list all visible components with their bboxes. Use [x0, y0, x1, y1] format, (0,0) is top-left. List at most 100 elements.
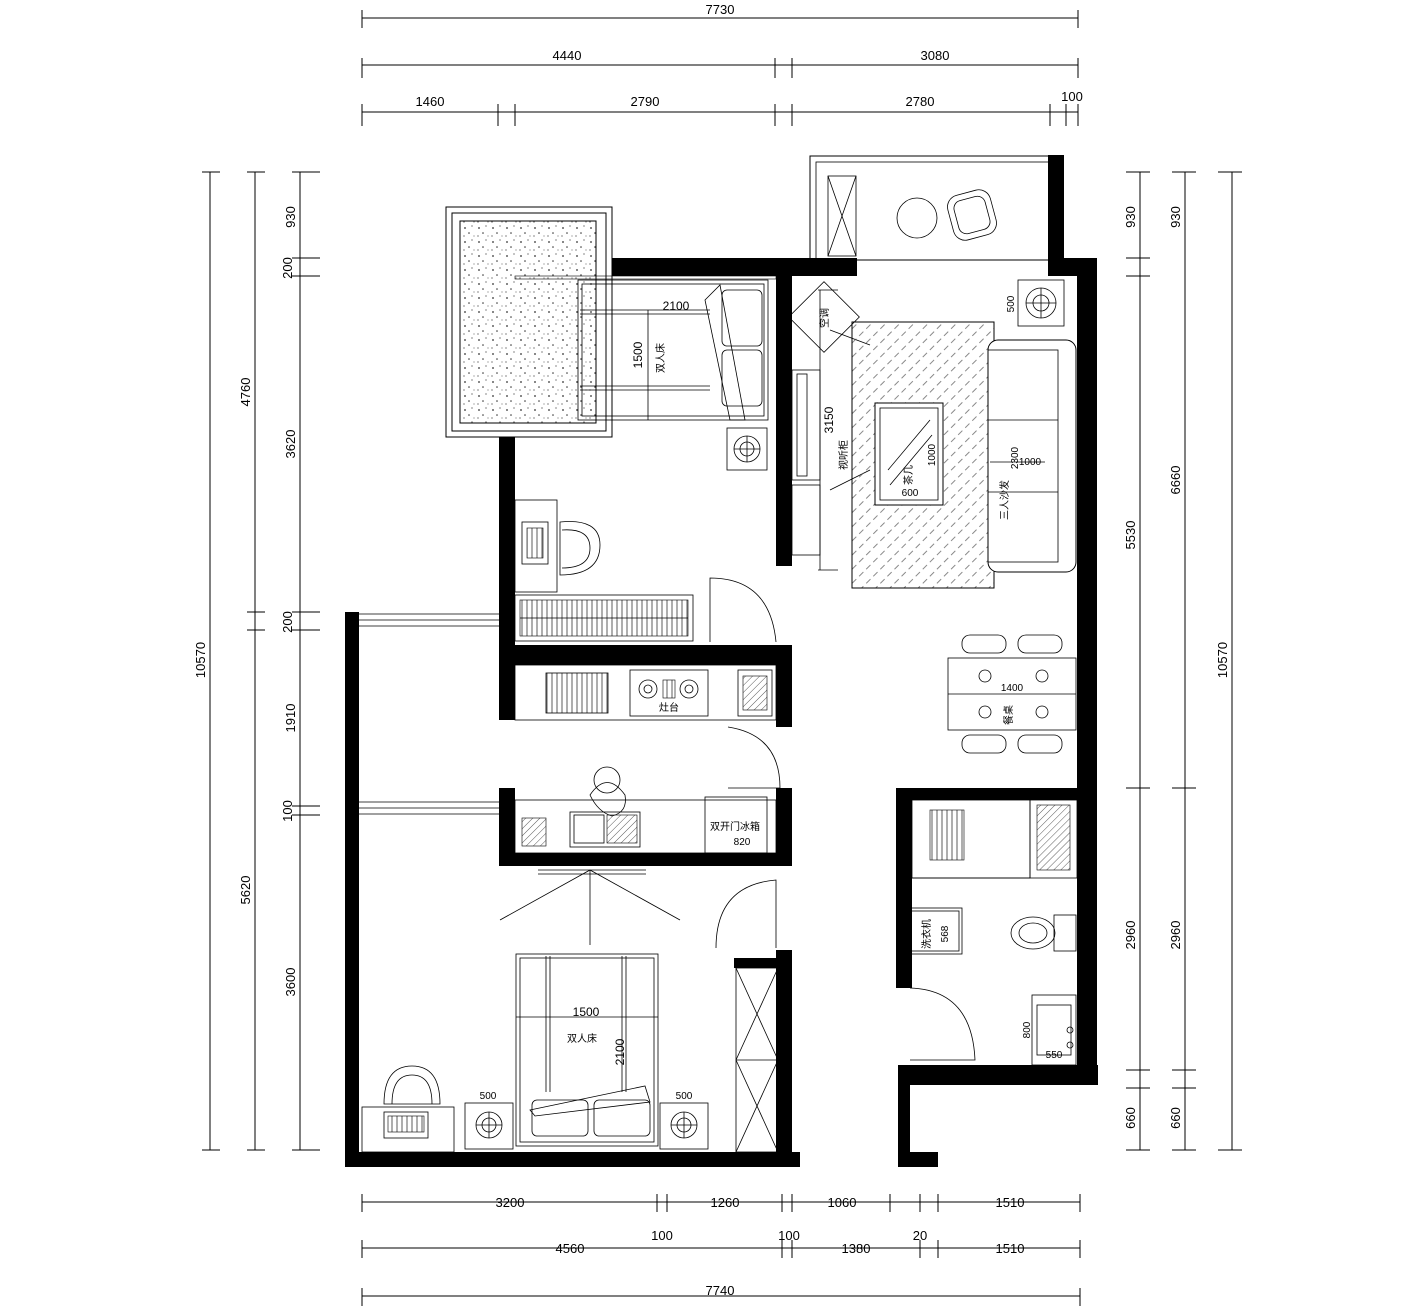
- door-bedroom-top: [709, 577, 777, 643]
- kitchen-light: [499, 869, 681, 945]
- door-kitchen: [727, 726, 781, 789]
- dim-left-3620: 3620: [283, 430, 298, 459]
- dim-bottom-total: 7740: [706, 1283, 735, 1298]
- nightstand-bottom-right: 500: [659, 1091, 709, 1150]
- top-bedroom: 2100 1500 双人床: [514, 275, 777, 643]
- fridge-label: 双开门冰箱: [710, 820, 760, 833]
- left-balcony: [445, 206, 613, 438]
- washer-label: 洗衣机: [920, 919, 933, 949]
- walls: [345, 155, 1098, 1167]
- dim-bottom-100a: 100: [651, 1228, 673, 1243]
- windows: [359, 613, 499, 815]
- coffee-table-label: 茶几: [902, 465, 915, 485]
- tv-cabinet-length: 3150: [822, 406, 836, 433]
- coffee-table: 茶几 1000 600: [874, 402, 944, 506]
- desk-bottom: [361, 1065, 455, 1153]
- bottom-dimensions: 3200 1260 1060 1510 100 100 20 4560 1380…: [361, 1194, 1081, 1306]
- desk-top: [514, 499, 601, 593]
- double-bed-bottom: 1500 2100 双人床: [515, 953, 659, 1147]
- nightstand-left-size: 500: [480, 1091, 497, 1102]
- sink: [569, 811, 641, 848]
- dim-top-4440: 4440: [553, 48, 582, 63]
- sofa-label: 三人沙发: [998, 480, 1011, 520]
- sofa-depth: 1000: [1019, 457, 1042, 468]
- dim-right-total: 10570: [1215, 642, 1230, 678]
- dim-bottom-4560: 4560: [556, 1241, 585, 1256]
- dim-bottom-1260: 1260: [711, 1195, 740, 1210]
- dim-left-3600: 3600: [283, 968, 298, 997]
- tv-cabinet: 3150 视听柜: [791, 289, 850, 571]
- living-room: 3150 视听柜 空调 茶几 1000 600 2300 1000 三人沙: [788, 279, 1077, 754]
- dim-right-5530: 5530: [1123, 521, 1138, 550]
- top-balcony: [809, 155, 1057, 261]
- washing-machine: 洗衣机 568: [905, 907, 963, 955]
- coffee-table-w: 1000: [927, 443, 938, 466]
- wash-basin: 550 800: [1022, 994, 1077, 1066]
- dim-top-100: 100: [1061, 89, 1083, 104]
- left-dimensions: 10570 4760 5620 930 200 3620 200 1910 10…: [193, 171, 320, 1151]
- double-bed-top: 2100 1500 双人床: [577, 279, 769, 421]
- dim-bottom-1510b: 1510: [996, 1241, 1025, 1256]
- dim-left-5620: 5620: [238, 876, 253, 905]
- stove: 灶台: [629, 669, 709, 717]
- dim-left-100: 100: [280, 800, 295, 822]
- bed-top-depth: 1500: [631, 341, 645, 368]
- bed-top-label: 双人床: [654, 343, 667, 373]
- dim-top-2780: 2780: [906, 94, 935, 109]
- wardrobe-top: [514, 594, 694, 642]
- top-dimensions: 7730 4440 3080 1460 2790 2780 100: [361, 2, 1083, 126]
- dim-bottom-3200: 3200: [496, 1195, 525, 1210]
- dim-right-660b: 660: [1168, 1107, 1183, 1129]
- dim-right-660a: 660: [1123, 1107, 1138, 1129]
- kitchen: 灶台 双开门冰箱 820: [499, 664, 781, 945]
- nightstand-top: [726, 427, 768, 471]
- sofa-length: 2300: [1010, 446, 1021, 469]
- right-dimensions: 930 5530 2960 660 930 6660 2960 660 1057…: [1123, 171, 1242, 1151]
- dim-top-2790: 2790: [631, 94, 660, 109]
- dim-bottom-20: 20: [913, 1228, 927, 1243]
- dim-bottom-1510a: 1510: [996, 1195, 1025, 1210]
- tv-cabinet-label: 视听柜: [837, 440, 850, 470]
- washer-width: 568: [940, 925, 951, 942]
- corner-label: 空调: [818, 308, 831, 328]
- dim-left-930: 930: [283, 206, 298, 228]
- bed-bottom-label: 双人床: [567, 1032, 597, 1045]
- stove-label: 灶台: [659, 701, 679, 714]
- dim-right-930b: 930: [1168, 206, 1183, 228]
- dining-length: 1400: [1001, 683, 1024, 694]
- wardrobe-bottom: [735, 967, 779, 1153]
- dim-right-6660: 6660: [1168, 466, 1183, 495]
- fridge-width: 820: [734, 837, 751, 848]
- basin-depth: 800: [1022, 1021, 1033, 1038]
- corner-cabinet: 空调: [788, 281, 860, 353]
- fridge: 双开门冰箱 820: [704, 796, 768, 854]
- plant-corner: 500: [1006, 279, 1065, 327]
- nightstand-bottom-left: 500: [464, 1091, 514, 1150]
- dim-left-200a: 200: [280, 257, 295, 279]
- dim-bottom-1380: 1380: [842, 1241, 871, 1256]
- dim-right-930a: 930: [1123, 206, 1138, 228]
- dim-left-1910: 1910: [283, 704, 298, 733]
- basin-width: 550: [1046, 1050, 1063, 1061]
- dim-left-total: 10570: [193, 642, 208, 678]
- dim-left-4760: 4760: [238, 378, 253, 407]
- dim-bottom-1060: 1060: [828, 1195, 857, 1210]
- plant-size: 500: [1006, 295, 1017, 312]
- toilet: [1010, 914, 1077, 952]
- bed-bottom-width: 1500: [573, 1005, 600, 1019]
- dim-right-2960a: 2960: [1123, 921, 1138, 950]
- coffee-table-d: 600: [902, 488, 919, 499]
- balcony-table: [896, 197, 938, 239]
- dim-top-1460: 1460: [416, 94, 445, 109]
- dim-left-200b: 200: [280, 611, 295, 633]
- dim-right-2960b: 2960: [1168, 921, 1183, 950]
- bed-top-width: 2100: [663, 299, 690, 313]
- balcony-chair: [947, 189, 997, 241]
- sofa: 2300 1000 三人沙发: [987, 339, 1077, 573]
- nightstand-right-size: 500: [676, 1091, 693, 1102]
- bed-bottom-depth: 2100: [613, 1038, 627, 1065]
- dining-set: 1400 餐桌: [947, 634, 1077, 754]
- cook-figure: [589, 766, 626, 817]
- dim-top-3080: 3080: [921, 48, 950, 63]
